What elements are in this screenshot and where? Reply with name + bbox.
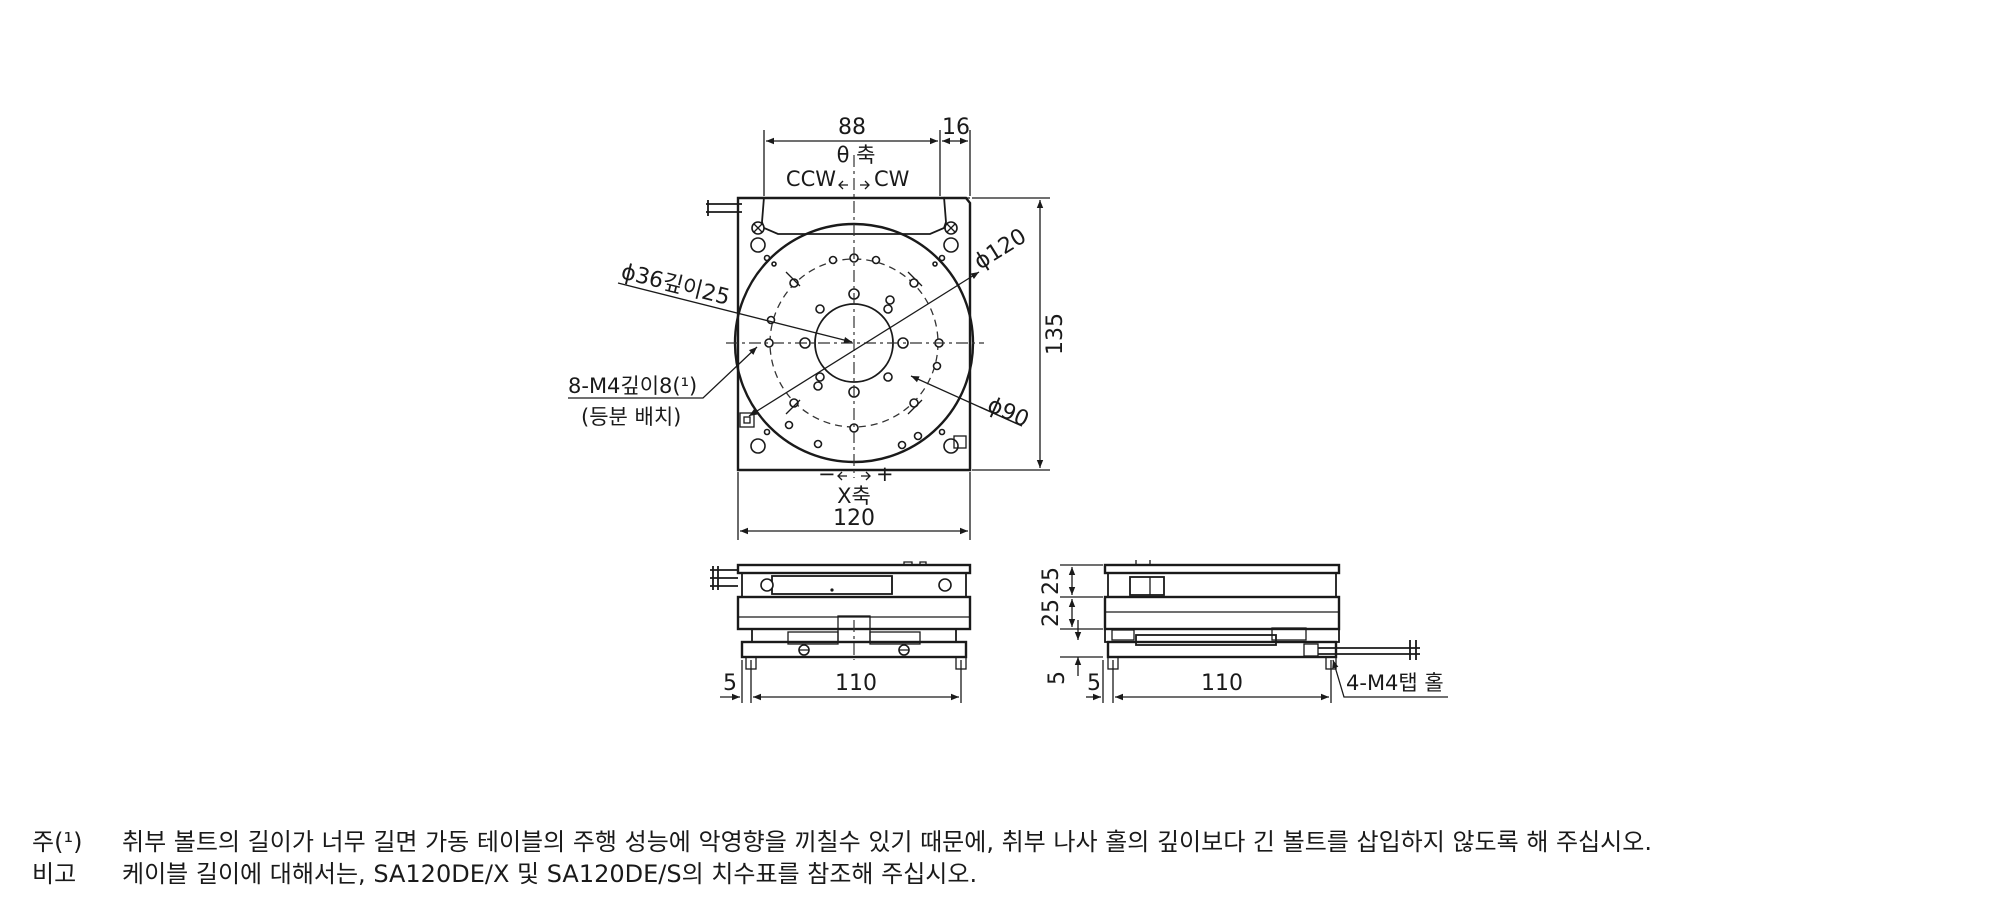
notes-section: 주(¹) 취부 볼트의 길이가 너무 길면 가동 테이블의 주행 성능에 악영향… bbox=[32, 826, 1652, 890]
pcd-label: ϕ90 bbox=[984, 393, 1033, 433]
side-dim-5-horizontal: 5 bbox=[1087, 671, 1101, 696]
ccw-label: CCW bbox=[786, 167, 836, 191]
theta-direction-arrows bbox=[838, 180, 870, 190]
cw-label: CW bbox=[874, 167, 910, 191]
note-text: 취부 볼트의 길이가 너무 길면 가동 테이블의 주행 성능에 악영향을 끼칠수… bbox=[122, 828, 1652, 856]
front-dim-110: 110 bbox=[835, 671, 877, 696]
front-base bbox=[740, 640, 968, 659]
screw-marks bbox=[739, 221, 967, 454]
side-dim-5-vertical: 5 bbox=[1045, 671, 1070, 685]
outer-diameter-line bbox=[748, 271, 980, 417]
cable-top bbox=[706, 200, 742, 216]
note-text: 케이블 길이에 대해서는, SA120DE/X 및 SA120DE/S의 치수표… bbox=[122, 860, 978, 888]
note-key: 비고 bbox=[32, 860, 77, 888]
outer-diameter-label: ϕ120 bbox=[970, 224, 1031, 275]
note-row: 비고 케이블 길이에 대해서는, SA120DE/X 및 SA120DE/S의 … bbox=[32, 858, 1652, 890]
side-middle-block bbox=[1103, 595, 1341, 631]
x-axis-label: X축 bbox=[837, 484, 871, 508]
dim-135: 135 bbox=[1043, 313, 1068, 355]
tapped-hole-leader bbox=[568, 346, 758, 399]
x-plus-label: + bbox=[876, 462, 894, 486]
side-dim-110: 110 bbox=[1201, 671, 1243, 696]
dim-88: 88 bbox=[838, 115, 866, 140]
top-view: 88 16 θ 축 CCW CW ϕ36깊이25 ϕ120 ϕ90 135 8-… bbox=[568, 115, 1068, 540]
side-dim-25-lower: 25 bbox=[1039, 599, 1064, 627]
dim-120: 120 bbox=[833, 506, 875, 531]
front-view: 5 110 bbox=[710, 561, 972, 703]
cable-front bbox=[710, 566, 738, 590]
front-dim-5: 5 bbox=[723, 671, 737, 696]
mount-holes-leader bbox=[1332, 659, 1448, 698]
note-key: 주(¹) bbox=[32, 828, 83, 856]
x-direction-arrows bbox=[837, 471, 871, 481]
bore-dim-label: ϕ36깊이25 bbox=[619, 260, 733, 311]
mount-holes-label: 4-M4탭 홀 bbox=[1346, 671, 1444, 695]
note-row: 주(¹) 취부 볼트의 길이가 너무 길면 가동 테이블의 주행 성능에 악영향… bbox=[32, 826, 1652, 858]
theta-axis-label: θ 축 bbox=[837, 143, 876, 167]
x-minus-label: − bbox=[818, 462, 836, 486]
tapped-holes-note: (등분 배치) bbox=[581, 405, 681, 429]
front-table-top bbox=[736, 563, 972, 575]
side-view: 25 25 5 5 110 4-M4탭 홀 bbox=[1039, 560, 1448, 703]
side-table-top bbox=[1103, 563, 1341, 575]
dim-16: 16 bbox=[942, 115, 970, 140]
cable-side bbox=[1318, 640, 1420, 660]
side-base bbox=[1106, 640, 1338, 659]
side-dim-25-upper: 25 bbox=[1039, 567, 1064, 595]
tapped-holes-label: 8-M4깊이8(¹) bbox=[568, 374, 697, 398]
